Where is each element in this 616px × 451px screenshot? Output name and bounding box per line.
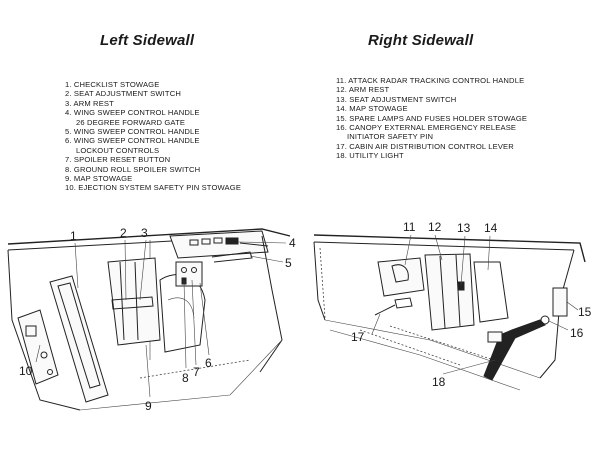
legend-item-continuation: INITIATOR SAFETY PIN (347, 132, 434, 142)
left-sidewall-legend: 1. CHECKLIST STOWAGE 2. SEAT ADJUSTMENT … (65, 80, 241, 193)
left-sidewall-title: Left Sidewall (100, 32, 195, 49)
legend-item: 3. ARM REST (65, 98, 114, 108)
legend-item: 12. ARM REST (336, 85, 390, 95)
callout-5: 5 (285, 256, 292, 270)
callout-17: 17 (351, 330, 365, 344)
right-callout-leaders (371, 234, 579, 375)
callout-8: 8 (182, 371, 189, 385)
right-callouts: 11 12 13 14 15 16 17 18 (351, 220, 592, 389)
legend-item: 10. EJECTION SYSTEM SAFETY PIN STOWAGE (65, 183, 242, 193)
callout-16: 16 (570, 326, 584, 340)
left-callout-leaders (35, 239, 287, 398)
callout-13: 13 (457, 221, 471, 235)
callout-4: 4 (289, 236, 296, 250)
callout-1: 1 (70, 229, 77, 243)
legend-item: 9. MAP STOWAGE (65, 174, 133, 184)
right-sidewall-drawing (313, 234, 586, 391)
legend-item-continuation: 26 DEGREE FORWARD GATE (76, 117, 186, 127)
legend-item: 17. CABIN AIR DISTRIBUTION CONTROL LEVER (336, 141, 514, 151)
callout-10: 10 (19, 364, 33, 378)
legend-item: 18. UTILITY LIGHT (336, 151, 404, 161)
legend-item: 14. MAP STOWAGE (336, 104, 408, 114)
callout-3: 3 (141, 226, 148, 240)
left-callouts: 1 2 3 4 5 6 7 8 9 10 (19, 226, 296, 413)
callout-14: 14 (484, 221, 498, 235)
legend-item: 11. ATTACK RADAR TRACKING CONTROL HANDLE (336, 76, 525, 85)
legend-item: 13. SEAT ADJUSTMENT SWITCH (336, 94, 457, 104)
legend-item: 2. SEAT ADJUSTMENT SWITCH (65, 89, 181, 99)
legend-item: 1. CHECKLIST STOWAGE (65, 80, 160, 89)
callout-18: 18 (432, 375, 446, 389)
legend-item: 15. SPARE LAMPS AND FUSES HOLDER STOWAGE (336, 113, 528, 123)
callout-7: 7 (193, 365, 200, 379)
left-sidewall-drawing (7, 228, 291, 411)
callout-2: 2 (120, 226, 127, 240)
callout-6: 6 (205, 356, 212, 370)
legend-item-continuation: LOCKOUT CONTROLS (76, 145, 160, 155)
callout-9: 9 (145, 399, 152, 413)
legend-item: 5. WING SWEEP CONTROL HANDLE (65, 127, 200, 137)
right-sidewall-legend: 11. ATTACK RADAR TRACKING CONTROL HANDLE… (336, 76, 527, 161)
right-sidewall-title: Right Sidewall (368, 32, 474, 49)
callout-12: 12 (428, 220, 442, 234)
callout-11: 11 (403, 220, 416, 234)
callout-15: 15 (578, 305, 592, 319)
legend-item: 7. SPOILER RESET BUTTON (65, 155, 171, 165)
legend-item: 8. GROUND ROLL SPOILER SWITCH (65, 164, 201, 174)
